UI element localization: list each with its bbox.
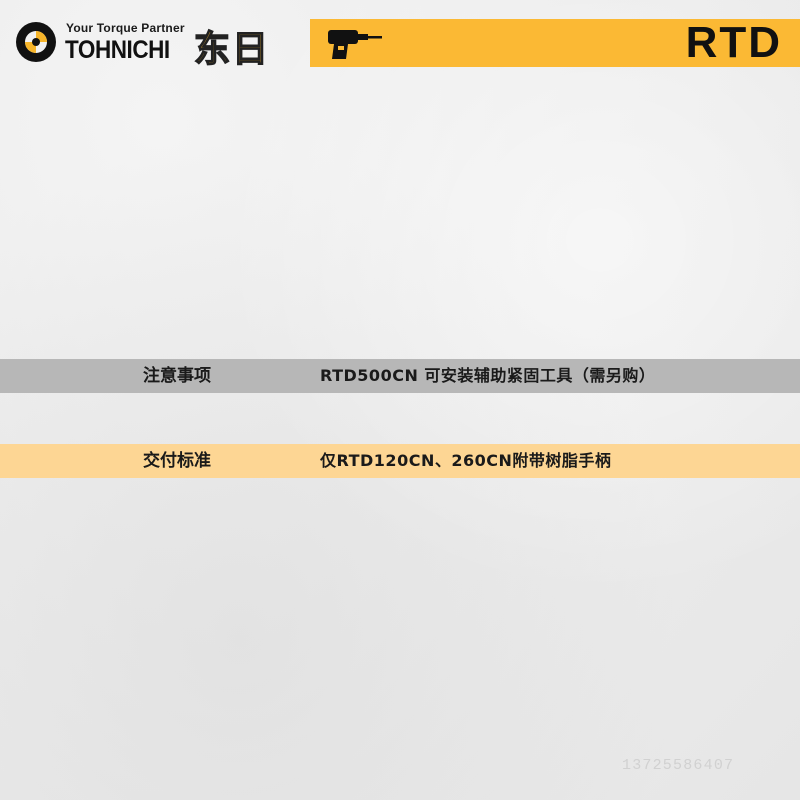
tohnichi-logo-mark-icon [16,22,56,62]
power-drill-icon [328,30,382,59]
brand-logo: Your Torque Partner TOHNICHI 东日 [14,18,304,71]
brand-name-en: TOHNICHI [65,36,170,64]
model-code: RTD [685,18,782,67]
header: Your Torque Partner TOHNICHI 东日 RTD [0,0,800,80]
spec-row-label: 交付标准 [143,451,211,471]
spec-row-label: 注意事项 [143,366,211,386]
brand-tagline: Your Torque Partner [66,21,185,35]
model-title-bar: RTD [310,19,800,67]
phone-watermark: 13725586407 [622,757,735,774]
spec-row-notes: 注意事项 RTD500CN 可安装辅助紧固工具（需另购） [0,359,800,393]
brand-name-cn: 东日 [193,28,271,71]
spec-row-delivery: 交付标准 仅RTD120CN、260CN附带树脂手柄 [0,444,800,478]
spec-row-value: RTD500CN 可安装辅助紧固工具（需另购） [320,366,656,385]
spec-row-value: 仅RTD120CN、260CN附带树脂手柄 [320,451,612,470]
